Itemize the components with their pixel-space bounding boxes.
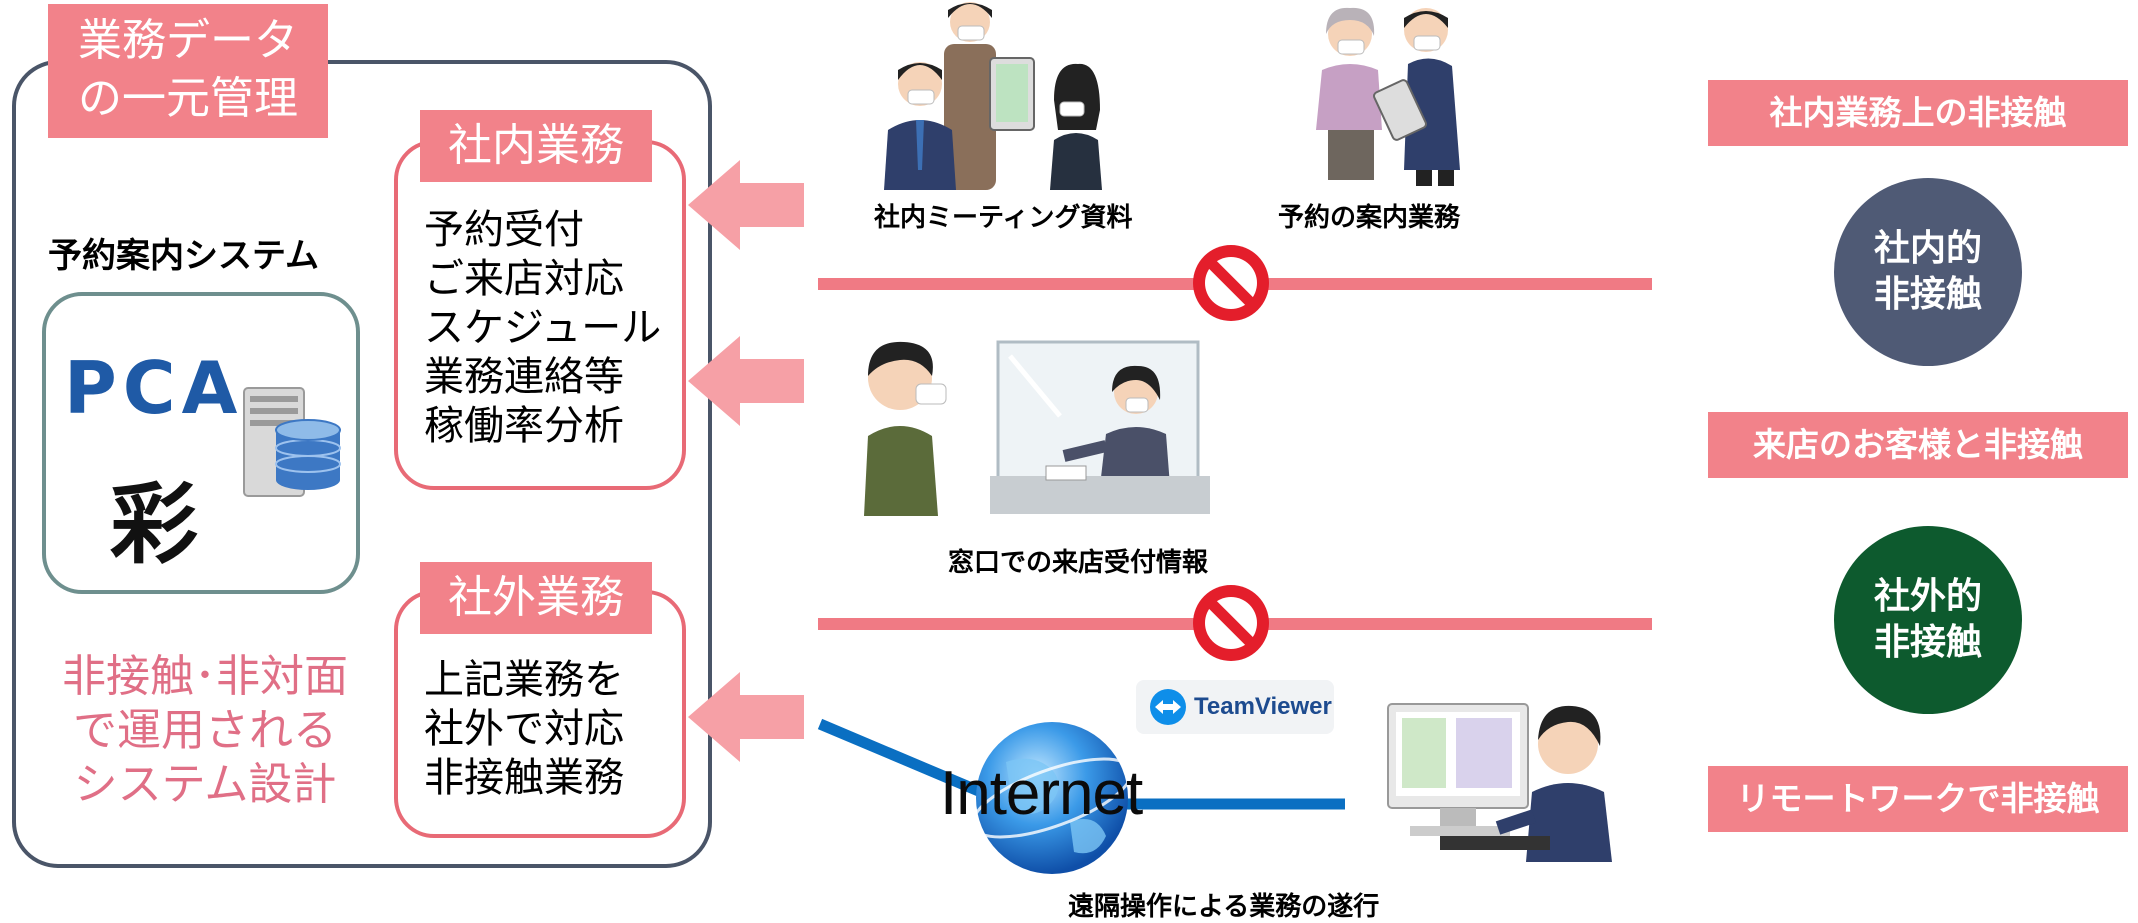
external-item: 非接触業務 <box>424 755 624 801</box>
globe-icon <box>970 722 1134 874</box>
external-operations-label: 社外業務 <box>420 562 652 634</box>
reservation-guide-illustration <box>1316 7 1460 186</box>
slogan: 非接触･非対面 で運用される システム設計 <box>40 650 370 812</box>
circle-line: 非接触 <box>1873 622 1982 663</box>
internal-item: 予約受付 <box>424 207 584 253</box>
internal-operations-box <box>394 140 686 490</box>
reservation-caption: 予約の案内業務 <box>1278 203 1461 233</box>
internal-operations-list: 予約受付 ご来店対応 スケジュール 業務連絡等 稼働率分析 <box>424 206 661 451</box>
sai-logo: 彩 <box>110 472 199 576</box>
logo-box: PCA 彩 <box>42 292 360 594</box>
arrow-left-icon <box>688 160 804 250</box>
external-operations-list: 上記業務を 社外で対応 非接触業務 <box>424 656 624 803</box>
circle-line: 社外的 <box>1873 576 1982 617</box>
circle-line: 社内的 <box>1873 228 1982 269</box>
prohibited-icon <box>1193 245 1269 321</box>
slogan-line-3: システム設計 <box>73 759 337 810</box>
internal-operations-label: 社内業務 <box>420 110 652 182</box>
internet-label: Internet <box>940 759 1143 828</box>
internal-contactless-circle: 社内的 非接触 <box>1834 178 2022 366</box>
arrow-left-icon <box>688 336 804 426</box>
pca-logo: PCA <box>64 346 244 430</box>
internal-contactless-label: 社内業務上の非接触 <box>1708 80 2128 146</box>
meeting-caption: 社内ミーティング資料 <box>874 203 1133 233</box>
internal-item: 業務連絡等 <box>424 354 624 400</box>
data-management-line-1: 業務データ <box>78 15 298 66</box>
external-item: 上記業務を <box>424 657 624 703</box>
data-management-line-2: の一元管理 <box>78 73 298 124</box>
external-item: 社外で対応 <box>424 706 624 752</box>
slogan-line-1: 非接触･非対面 <box>62 651 348 702</box>
teamviewer-icon <box>1150 689 1186 725</box>
counter-reception-illustration <box>864 340 1210 516</box>
internal-item: ご来店対応 <box>424 256 624 302</box>
meeting-people-illustration <box>884 2 1102 190</box>
system-title: 予約案内システム <box>48 236 319 276</box>
prohibited-icon <box>1193 585 1269 661</box>
remote-caption: 遠隔操作による業務の遂行 <box>1068 892 1380 922</box>
remote-contactless-label: リモートワークで非接触 <box>1708 766 2128 832</box>
data-management-label: 業務データ の一元管理 <box>48 4 328 138</box>
circle-line: 非接触 <box>1873 274 1982 315</box>
network-connection-lines <box>817 718 1345 810</box>
internal-item: スケジュール <box>424 305 662 351</box>
teamviewer-badge: TeamViewer <box>1136 680 1334 734</box>
teamviewer-label: TeamViewer <box>1194 693 1332 720</box>
counter-caption: 窓口での来店受付情報 <box>948 548 1209 578</box>
internal-item: 稼働率分析 <box>424 403 624 449</box>
visitor-contactless-label: 来店のお客様と非接触 <box>1708 412 2128 478</box>
slogan-line-2: で運用される <box>73 705 337 756</box>
arrow-left-icon <box>688 672 804 762</box>
remote-worker-illustration <box>1387 703 1612 862</box>
server-database-icon <box>243 387 341 497</box>
external-contactless-circle: 社外的 非接触 <box>1834 526 2022 714</box>
